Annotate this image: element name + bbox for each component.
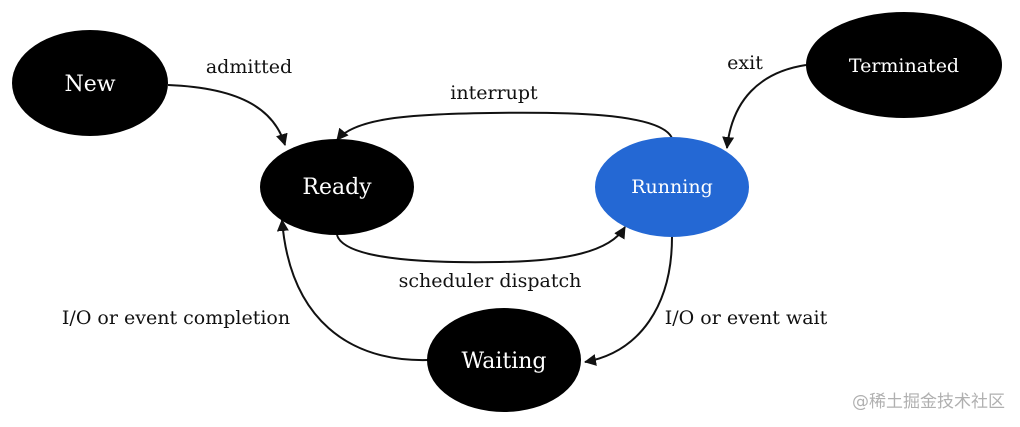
edge-interrupt (336, 111, 673, 141)
edge-exit (722, 64, 807, 149)
state-terminated-label: Terminated (849, 55, 959, 77)
edge-admitted (167, 84, 288, 146)
label-exit: exit (727, 52, 763, 74)
state-new: New (12, 30, 168, 136)
state-new-label: New (64, 72, 115, 97)
label-interrupt: interrupt (450, 82, 538, 104)
label-admitted: admitted (206, 56, 292, 78)
state-running: Running (595, 137, 749, 237)
watermark: @稀土掘金技术社区 (852, 392, 1005, 412)
state-running-shape (595, 137, 749, 237)
edge-io-event-wait (584, 236, 673, 366)
state-ready-label: Ready (302, 175, 372, 200)
label-io-event-wait: I/O or event wait (665, 307, 828, 329)
state-waiting-shape (427, 308, 581, 412)
label-scheduler-dispatch: scheduler dispatch (399, 270, 582, 292)
state-ready: Ready (260, 139, 414, 235)
state-ready-shape (260, 139, 414, 235)
state-new-shape (12, 30, 168, 136)
state-terminated-shape (806, 12, 1002, 118)
state-waiting: Waiting (427, 308, 581, 412)
label-io-event-completion: I/O or event completion (62, 307, 290, 329)
state-terminated: Terminated (806, 12, 1002, 118)
state-waiting-label: Waiting (462, 349, 547, 374)
state-running-label: Running (631, 176, 713, 198)
edge-io-event-completion (276, 219, 429, 362)
edge-scheduler-dispatch (336, 226, 626, 264)
